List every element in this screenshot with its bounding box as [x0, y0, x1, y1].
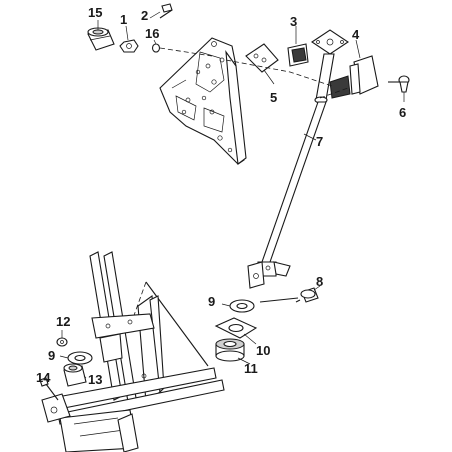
callout-3: 3: [290, 14, 297, 29]
part-16-washer: [151, 43, 161, 53]
part-13-bush: [63, 363, 87, 387]
part-5-spacer-plate: [245, 43, 279, 73]
callout-7: 7: [316, 134, 323, 149]
callout-8: 8: [316, 274, 323, 289]
callout-9-lower: 9: [48, 348, 55, 363]
part-3-clamp-block: [287, 43, 309, 67]
part-12-nut: [56, 337, 68, 347]
callout-14: 14: [36, 370, 51, 385]
part-1-nut: [119, 39, 139, 53]
callout-leaders: [59, 11, 405, 379]
callout-12: 12: [56, 314, 70, 329]
callout-labels: 15 1 2 16 3 4 5 6 7 8 9 10 11 12 9 13 14: [36, 5, 406, 387]
callout-2: 2: [141, 8, 148, 23]
part-7-steering-column: [247, 29, 349, 289]
callout-11: 11: [244, 361, 258, 376]
part-10-flange-plate: [214, 317, 258, 339]
part-6-bolt: [388, 75, 410, 93]
part-11-bearing: [215, 338, 245, 362]
callout-6: 6: [399, 105, 406, 120]
part-15-bush: [87, 27, 115, 51]
lower-frame: [41, 251, 225, 452]
part-8-bolt: [295, 287, 319, 303]
callout-1: 1: [120, 12, 127, 27]
part-9-washer-upper: [229, 299, 255, 313]
part-2-bolt: [159, 3, 173, 19]
callout-15: 15: [88, 5, 102, 20]
part-9-washer-lower: [67, 351, 93, 365]
callout-13: 13: [88, 372, 102, 387]
callout-9-upper: 9: [208, 294, 215, 309]
part-4-bracket: [329, 55, 379, 99]
callout-4: 4: [352, 27, 360, 42]
callout-10: 10: [256, 343, 270, 358]
callout-5: 5: [270, 90, 277, 105]
upper-bracket-plate: [159, 37, 247, 166]
part-14-bolt: [39, 377, 59, 401]
callout-16: 16: [145, 26, 159, 41]
